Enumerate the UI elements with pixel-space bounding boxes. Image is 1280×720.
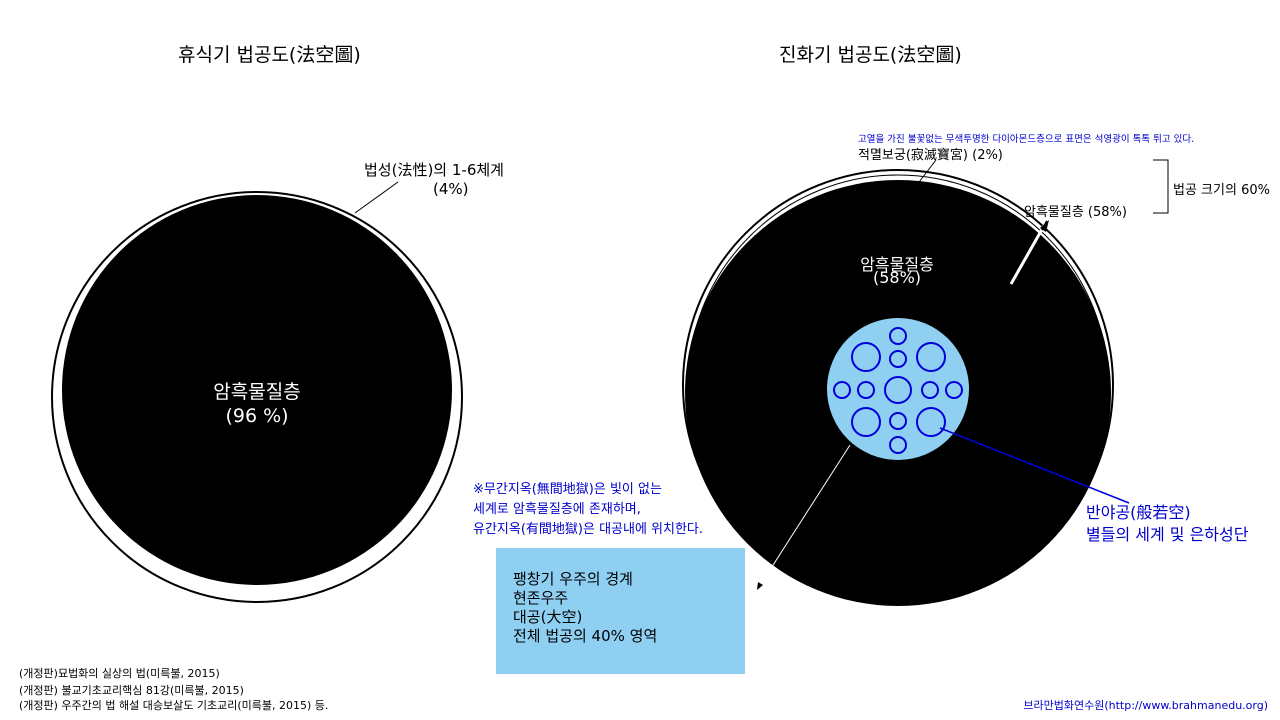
star-ring: [857, 381, 875, 399]
right-diagram-title: 진화기 법공도(法空圖): [779, 44, 962, 66]
star-ring: [889, 412, 907, 430]
star-ring: [884, 376, 912, 404]
star-ring: [916, 342, 946, 372]
prajna-void-region: [827, 318, 969, 460]
dark-matter-arrow-shaft: [1009, 223, 1047, 285]
prajna-description: 별들의 세계 및 은하성단: [1086, 525, 1249, 544]
star-ring: [945, 381, 963, 399]
left-dark-matter-core: [62, 195, 452, 585]
prajna-label: 반야공(般若空): [1086, 503, 1191, 522]
prajna-leader-line: [939, 427, 1130, 504]
star-ring: [851, 407, 881, 437]
left-dharma-percent: (4%): [433, 180, 469, 198]
infobox-leader-line: [758, 444, 851, 588]
bracket: [1153, 159, 1169, 214]
left-core-percent: (96 %): [225, 405, 289, 427]
left-core-label: 암흑물질층: [213, 381, 301, 403]
palace-leader-line: [915, 159, 937, 187]
star-ring: [916, 407, 946, 437]
hell-note-line-1: ※무간지옥(無間地獄)은 빛이 없는: [473, 482, 662, 497]
infobox-line-2: 현존우주: [513, 589, 569, 607]
star-ring: [921, 381, 939, 399]
dark-matter-arrow-head: [1040, 220, 1049, 232]
great-void-infobox: 팽창기 우주의 경계 현존우주 대공(大空) 전체 법공의 40% 영역: [496, 548, 745, 674]
right-core-percent: (58%): [872, 268, 922, 287]
infobox-line-3: 대공(大空): [513, 608, 583, 626]
bracket-label: 법공 크기의 60%: [1173, 183, 1270, 198]
reference-3: (개정판) 우주간의 법 해설 대승보살도 기초교리(미륵불, 2015) 등.: [19, 699, 329, 712]
right-core-label: 암흑물질층: [860, 255, 934, 274]
reference-1: (개정판)묘법화의 실상의 법(미륵불, 2015): [19, 667, 220, 680]
infobox-line-1: 팽창기 우주의 경계: [513, 570, 633, 588]
infobox-leader-arrowhead: [757, 582, 763, 590]
reference-2: (개정판) 불교기초교리핵심 81강(미륵불, 2015): [19, 684, 244, 697]
star-ring: [889, 350, 907, 368]
star-ring: [833, 381, 851, 399]
left-dharma-leader-line: [354, 181, 399, 214]
star-ring: [889, 436, 907, 454]
infobox-line-4: 전체 법공의 40% 영역: [513, 627, 658, 645]
dark-matter-annotation: 암흑물질층 (58%): [1024, 205, 1127, 220]
star-ring: [851, 342, 881, 372]
left-diagram-title: 휴식기 법공도(法空圖): [178, 44, 361, 66]
hell-note-line-2: 세계로 암흑물질층에 존재하며,: [473, 502, 641, 517]
palace-label: 적멸보궁(寂滅寶宮) (2%): [858, 148, 1003, 163]
left-dharma-label: 법성(法性)의 1-6체계: [364, 161, 504, 179]
star-ring: [889, 327, 907, 345]
diamond-layer-note: 고열을 가진 불꽃없는 무색투명한 다이아몬드층으로 표면은 석영광이 톡톡 튀…: [858, 134, 1195, 145]
hell-note-line-3: 유간지옥(有間地獄)은 대공내에 위치한다.: [473, 522, 704, 537]
footer-link[interactable]: 브라만법화연수원(http://www.brahmanedu.org): [1023, 699, 1268, 712]
star-cluster-rings: [833, 327, 963, 454]
